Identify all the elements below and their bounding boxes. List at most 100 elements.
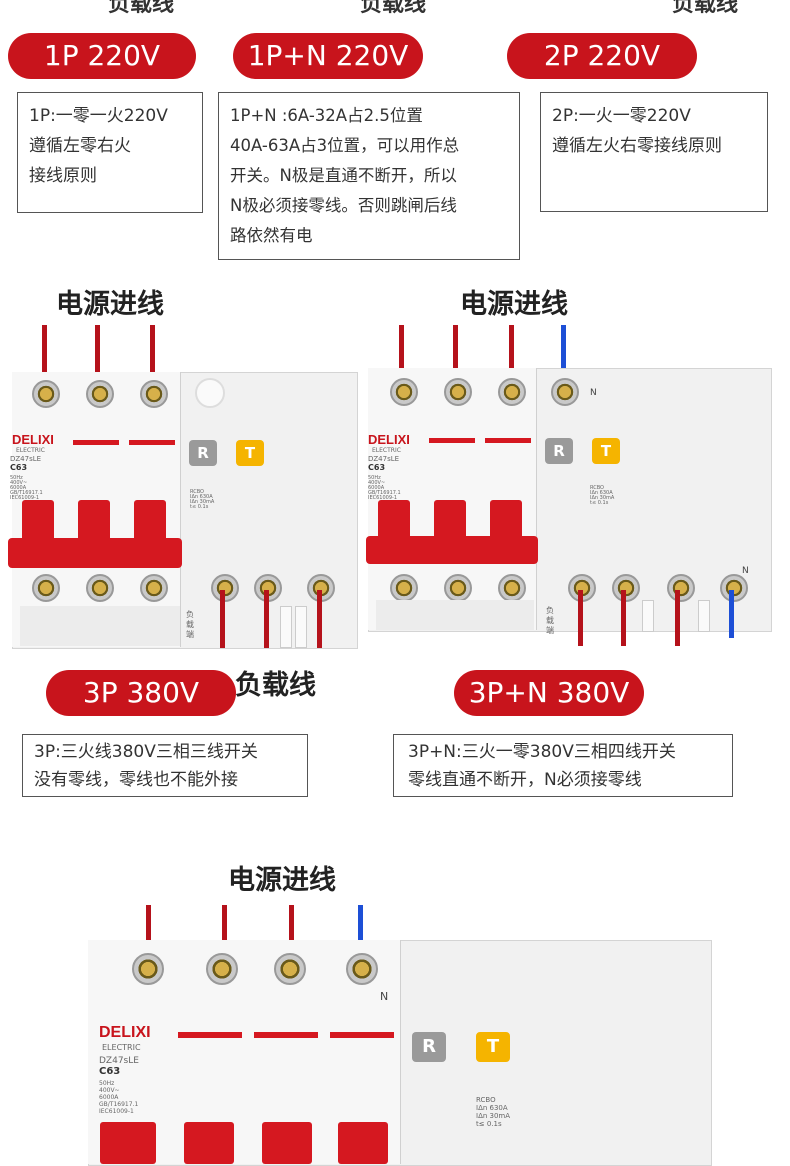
handle-tie-bar[interactable] [366,536,538,564]
note-line: 接线原则 [29,166,97,186]
terminal-screw [206,953,238,985]
neutral-wire-in [358,905,363,967]
live-wire-out [578,590,583,646]
model-text: DZ47sLE [368,455,400,463]
comb-tooth [642,600,654,632]
neutral-mark: N [742,566,749,576]
toggle-handle[interactable] [184,1122,234,1164]
note-line: 路依然有电 [230,226,313,245]
terminal-screw [86,574,114,602]
pole-stripe [178,1032,242,1038]
note-3pn: 3P+N:三火一零380V三相四线开关 零线直通不断开，N必须接零线 [393,734,733,797]
note-line: 3P:三火线380V三相三线开关 [34,742,258,762]
note-1p: 1P:一零一火220V 遵循左零右火 接线原则 [17,92,203,213]
toggle-handle[interactable] [262,1122,312,1164]
comb-tooth [698,600,710,632]
neutral-wire-in [561,325,566,385]
spec-text: 50Hz 400V~ 6000A GB/T16917.1 IEC61009-1 [99,1080,139,1115]
note-line: 零线直通不断开，N必须接零线 [408,770,642,790]
note-line: N极必须接零线。否则跳闸后线 [230,196,457,215]
pill-3pn-380v: 3P+N 380V [454,670,644,716]
note-line: 40A-63A占3位置，可以用作总 [230,136,460,155]
live-wire-out [317,590,322,648]
rcbo-text: RCBO IΔn 630A IΔn 30mA t≤ 0.1s [590,485,615,506]
terminal-screw [390,574,418,602]
top-load-label-1: 负载线 [108,0,175,17]
base-plate [376,600,534,630]
handle-tie-bar[interactable] [8,538,182,568]
terminal-screw [86,380,114,408]
pole-stripe [254,1032,318,1038]
note-3p: 3P:三火线380V三相三线开关 没有零线，零线也不能外接 [22,734,308,797]
toggle-handle[interactable] [100,1122,156,1164]
note-line: 没有零线，零线也不能外接 [34,770,238,790]
terminal-screw [612,574,640,602]
live-wire-out [675,590,680,646]
pill-3p-380v: 3P 380V [46,670,236,716]
terminal-screw [498,574,526,602]
rating-text: C63 [10,463,28,472]
terminal-screw [444,378,472,406]
live-wire-in [453,325,458,385]
terminal-screw [140,574,168,602]
test-button[interactable]: T [236,440,264,466]
power-in-heading-bottom: 电源进线 [228,865,336,896]
live-wire-out [264,590,269,648]
note-line: 遵循左火右零接线原则 [552,136,722,156]
load-line-heading: 负载线 [235,670,316,701]
pole-stripe [330,1032,394,1038]
terminal-screw [140,380,168,408]
note-line: 3P+N:三火一零380V三相四线开关 [408,742,676,762]
pill-1p-220v: 1P 220V [8,33,196,79]
test-button[interactable]: T [476,1032,510,1062]
rcbo-text: RCBO IΔn 630A IΔn 30mA t≤ 0.1s [476,1096,511,1128]
brand-logo: DELIXI [99,1024,151,1041]
neutral-screw [551,378,579,406]
toggle-handle[interactable] [338,1122,388,1164]
note-2p: 2P:一火一零220V 遵循左火右零接线原则 [540,92,768,212]
live-wire-out [220,590,225,648]
reset-button[interactable]: R [412,1032,446,1062]
terminal-screw [211,574,239,602]
brand-logo: DELIXI [12,432,54,447]
live-wire-in [222,905,227,967]
live-wire-in [509,325,514,385]
top-load-label-2: 负载线 [360,0,427,17]
live-wire-out [621,590,626,646]
rcbo-text: RCBO IΔn 630A IΔn 30mA t≤ 0.1s [190,489,215,510]
test-button[interactable]: T [592,438,620,464]
neutral-mark: N [590,388,597,398]
rating-text: C63 [99,1066,121,1077]
brand-sub: ELECTRIC [372,447,401,454]
pole-stripe [73,440,119,445]
live-wire-in [399,325,404,385]
spec-text: 50Hz 400V~ 6000A GB/T16917.1 IEC61009-1 [368,475,401,501]
base-plate [20,606,180,646]
comb-tooth [295,606,307,648]
note-line: 2P:一火一零220V [552,106,691,126]
note-line: 遵循左零右火 [29,136,131,156]
pill-1pn-220v: 1P+N 220V [233,33,423,79]
model-text: DZ47sLE [10,455,42,463]
pole-stripe [129,440,175,445]
reset-button[interactable]: R [189,440,217,466]
top-load-label-3: 负载线 [672,0,739,17]
load-side-mark: 负 载 端 [546,606,554,635]
neutral-screw [720,574,748,602]
reset-button[interactable]: R [545,438,573,464]
note-line: 开关。N极是直通不断开，所以 [230,166,457,185]
rating-text: C63 [368,463,386,472]
power-in-heading-left: 电源进线 [56,289,164,320]
terminal-screw [274,953,306,985]
pole-stripe [429,438,475,443]
terminal-screw [444,574,472,602]
brand-sub: ELECTRIC [102,1043,141,1052]
power-in-heading-right: 电源进线 [460,289,568,320]
note-1pn: 1P+N :6A-32A占2.5位置 40A-63A占3位置，可以用作总 开关。… [218,92,520,260]
live-wire-in [146,905,151,967]
model-text: DZ47sLE [99,1056,139,1066]
live-wire-in [289,905,294,967]
neutral-mark: N [380,990,389,1003]
terminal-screw [667,574,695,602]
note-line: 1P:一零一火220V [29,106,168,126]
